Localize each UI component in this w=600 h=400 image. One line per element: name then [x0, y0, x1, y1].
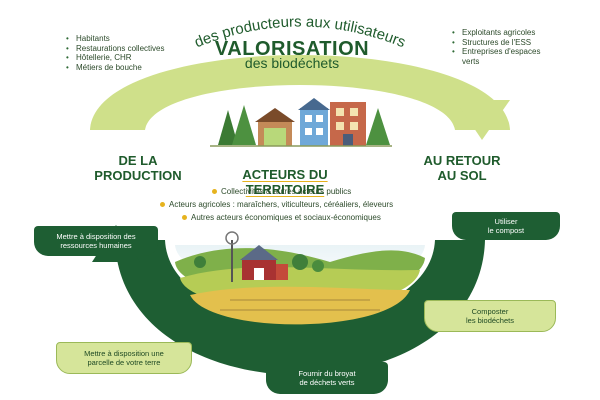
- bullet-icon: [182, 215, 187, 221]
- list-item: Exploitants agricoles: [452, 28, 552, 38]
- list-item: Entreprises d'espaces verts: [452, 47, 552, 66]
- producers-list: Habitants Restaurations collectives Hôte…: [66, 34, 176, 72]
- title-main: VALORISATION: [214, 38, 370, 60]
- actor-item: Collectivités & autres acteurs publics: [212, 187, 351, 196]
- territory-actors-title: ACTEURS DU TERRITOIRE: [242, 167, 328, 197]
- list-item: Structures de l'ESS: [452, 38, 552, 48]
- list-item: Restaurations collectives: [66, 44, 176, 54]
- village-illustration: [210, 98, 392, 147]
- list-item: Habitants: [66, 34, 176, 44]
- list-item: Hôtellerie, CHR: [66, 53, 176, 63]
- actor-item: Acteurs agricoles : maraîchers, viticult…: [160, 200, 393, 209]
- top-arc-arrowhead: [455, 100, 510, 140]
- title-sub: des biodéchets: [244, 55, 340, 71]
- bottom-bowl: [115, 240, 485, 375]
- farm-illustration: [175, 231, 425, 325]
- actor-item: Autres acteurs économiques et sociaux-éc…: [182, 213, 381, 222]
- top-arc-band: [90, 55, 510, 130]
- soil-return-heading: AU RETOUR AU SOL: [423, 153, 501, 183]
- bullet-icon: [212, 189, 217, 195]
- production-heading: DE LA PRODUCTION: [94, 153, 182, 183]
- list-item: Métiers de bouche: [66, 63, 176, 73]
- bullet-icon: [160, 202, 165, 208]
- users-list: Exploitants agricoles Structures de l'ES…: [452, 28, 552, 66]
